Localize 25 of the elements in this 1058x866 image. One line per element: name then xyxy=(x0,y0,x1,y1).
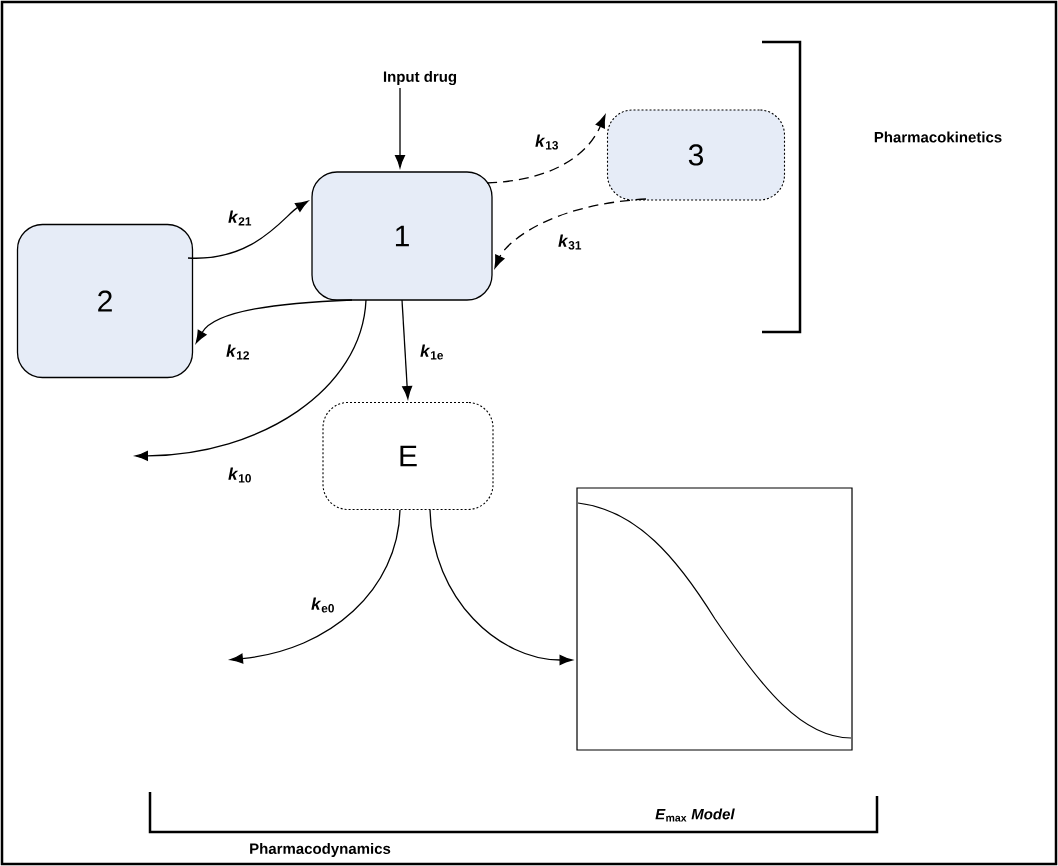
curve-plot-drawing xyxy=(576,487,853,751)
compartment-box: 3 xyxy=(606,109,786,201)
arrow xyxy=(429,509,573,666)
arrow xyxy=(195,299,353,344)
section-label: Pharmacokinetics xyxy=(874,131,1002,143)
edge-label: k$_{1e}$ xyxy=(419,343,445,361)
arrow xyxy=(135,299,367,461)
compartment-box: 1 xyxy=(311,171,493,301)
edge-label: k$_{31}$ xyxy=(557,233,583,251)
model-label: E$_{max}$ Model xyxy=(655,808,735,822)
edge-label: k$_{10}$ xyxy=(227,466,253,484)
input-label: Input drug xyxy=(383,70,457,85)
edge-label: k$_{e0}$ xyxy=(310,596,336,614)
arrow xyxy=(230,509,401,664)
arrow xyxy=(187,200,309,259)
arrow xyxy=(394,87,406,168)
arrow xyxy=(401,299,413,399)
compartment-box: E xyxy=(322,401,494,511)
compartment-box: 2 xyxy=(16,223,194,379)
edge-label: k$_{12}$ xyxy=(225,343,251,361)
edge-label: k$_{13}$ xyxy=(534,133,560,151)
arrow xyxy=(486,114,606,184)
arrow xyxy=(494,198,647,269)
section-label: Pharmacodynamics xyxy=(250,843,391,857)
edge-label: k$_{21}$ xyxy=(227,209,253,227)
